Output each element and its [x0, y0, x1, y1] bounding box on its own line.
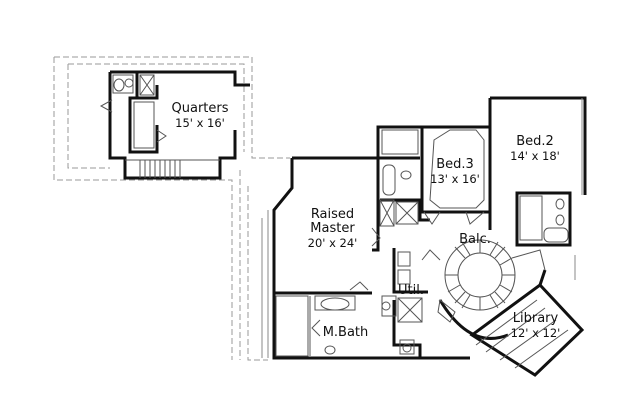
room-name: Quarters	[171, 101, 229, 116]
room-name: M.Bath	[322, 325, 369, 340]
room-name-line2: Master	[310, 221, 355, 236]
room-name: Bed.2	[516, 134, 554, 149]
room-dimensions: 15' x 16'	[175, 116, 225, 130]
room-name: Util.	[398, 283, 424, 298]
main-walls	[272, 96, 587, 377]
room-dimensions: 20' x 24'	[307, 236, 358, 250]
room-label-library: Library 12' x 12'	[508, 311, 563, 341]
quarters-details	[99, 74, 220, 178]
room-name: Library	[512, 311, 559, 326]
exterior-outlines	[261, 98, 583, 358]
room-dimensions: 12' x 12'	[510, 326, 561, 340]
room-label-bed3: Bed.3 13' x 16'	[425, 157, 485, 187]
room-label-balcony: Balc.	[455, 233, 495, 247]
room-dimensions: 14' x 18'	[510, 149, 560, 163]
quarters-walls	[108, 70, 250, 180]
room-label-raised-master: Raised Master 20' x 24'	[300, 207, 365, 251]
room-label-bed2: Bed.2 14' x 18'	[500, 134, 570, 164]
room-label-utility: Util.	[396, 284, 426, 298]
room-name: Bed.3	[436, 157, 474, 172]
dashed-outline	[53, 56, 290, 361]
room-name-line1: Raised	[310, 207, 355, 222]
main-details	[275, 129, 569, 369]
room-name: Balc.	[459, 232, 491, 247]
room-label-quarters: Quarters 15' x 16'	[160, 101, 240, 131]
room-dimensions: 13' x 16'	[430, 172, 480, 186]
room-label-master-bath: M.Bath	[318, 326, 373, 340]
